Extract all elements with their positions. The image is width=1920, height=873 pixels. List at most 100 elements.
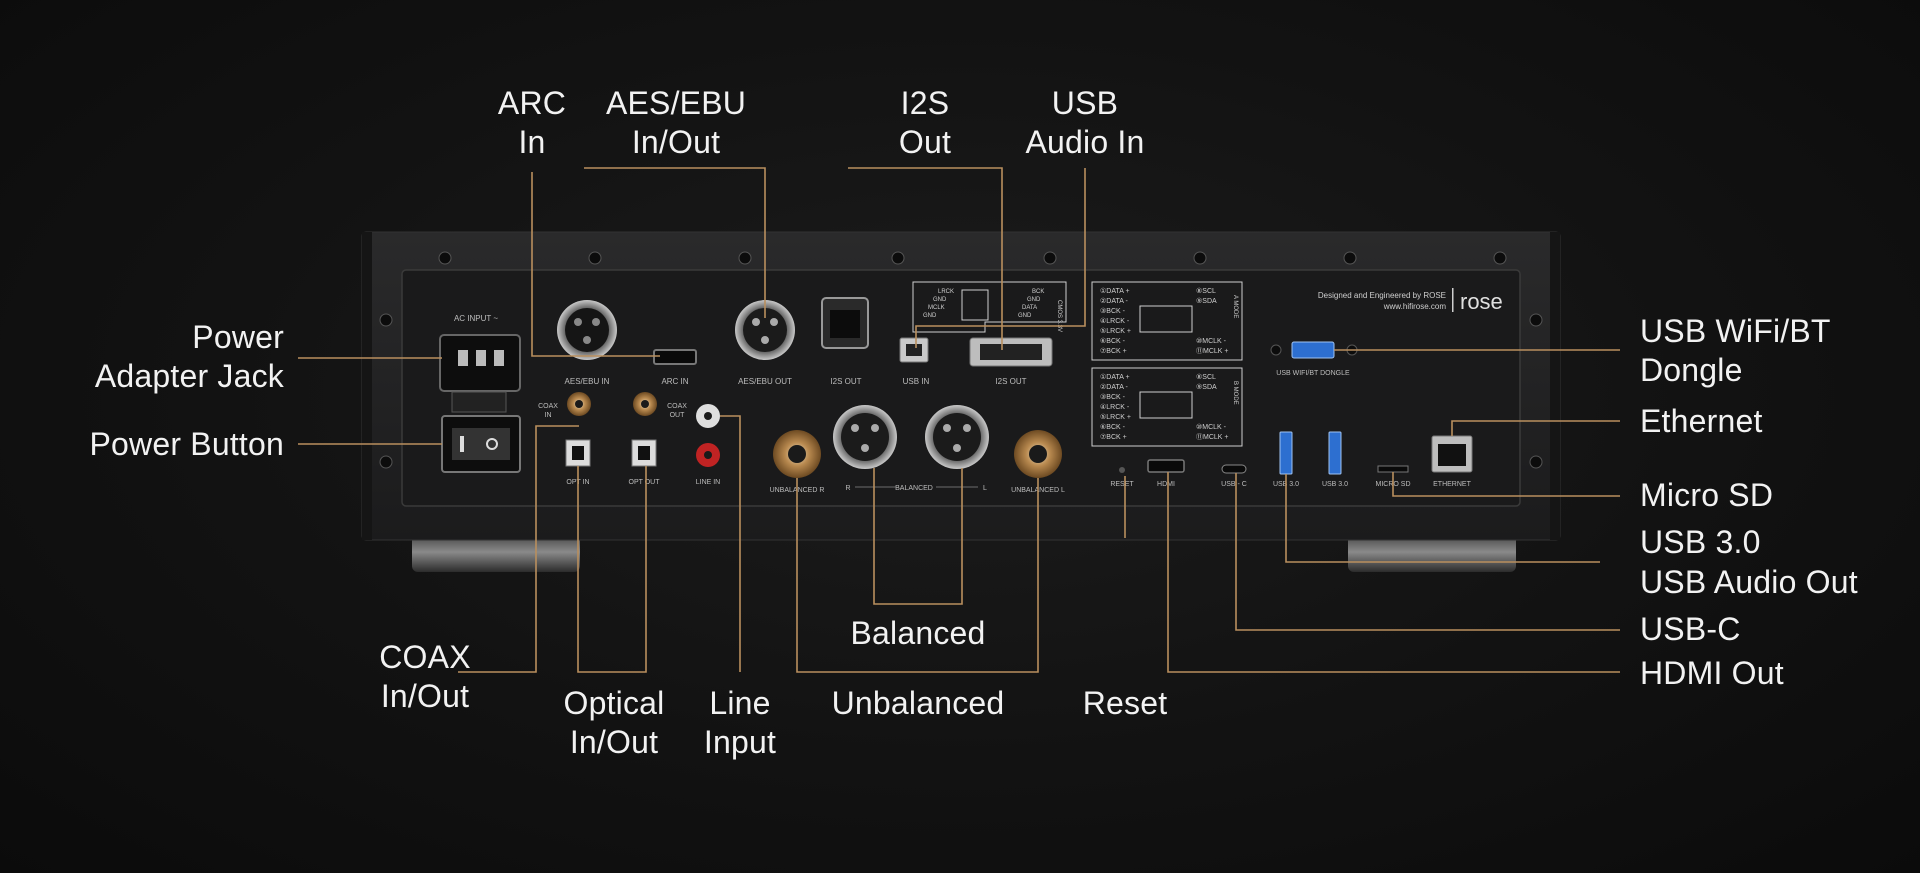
callout-usb-audio-out-line1: USB Audio Out <box>1640 564 1858 600</box>
callout-power-adapter: Power Adapter Jack <box>60 318 284 396</box>
callout-i2s-out: I2S Out <box>899 84 951 162</box>
arc-in-label: ARC IN <box>661 377 688 386</box>
fuse-holder <box>451 391 507 413</box>
i2s-out-dvi-label: I2S OUT <box>995 377 1026 386</box>
callout-power-button: Power Button <box>40 425 284 464</box>
callout-optical-line2: In/Out <box>569 724 659 760</box>
callout-usb-audio-out: USB Audio Out <box>1640 563 1858 602</box>
leader-lines <box>298 167 1620 673</box>
callout-aes-ebu: AES/EBU In/Out <box>606 84 746 162</box>
coax-out-line1: COAX <box>667 403 687 410</box>
chassis-fins-left <box>362 232 372 540</box>
callout-reset: Reset <box>1083 684 1168 723</box>
usb-c-port <box>1221 464 1247 474</box>
leader-line-input <box>720 415 741 672</box>
leader-coax <box>458 425 579 673</box>
rj-pin-mclk: MCLK <box>928 305 945 311</box>
coax-out-label: COAX <box>667 403 687 410</box>
callout-aes-ebu-line2: In/Out <box>631 124 721 160</box>
usb30-port-a <box>1279 431 1293 475</box>
callout-usb-audio-in-line1: USB <box>1051 85 1119 121</box>
leader-arc-in <box>531 172 660 357</box>
callout-arc-in: ARC In <box>498 84 566 162</box>
inner-panel <box>401 269 1521 507</box>
leader-unbalanced <box>796 478 1039 673</box>
leader-hdmi-out <box>1167 472 1620 673</box>
a-pin-6: ⑥BCK - <box>1100 337 1126 345</box>
callout-balanced: Balanced <box>850 614 985 653</box>
rj-pin-bck: BCK <box>1032 289 1044 295</box>
callout-micro-sd: Micro SD <box>1640 476 1773 515</box>
callout-micro-sd-line1: Micro SD <box>1640 477 1774 513</box>
callout-arc-in-line2: In <box>518 124 546 160</box>
callout-usb-audio-in: USB Audio In <box>1025 84 1144 162</box>
leader-usb-c <box>1235 473 1620 631</box>
b-pin-1: ①DATA + <box>1100 373 1130 381</box>
a-pin-9: ⑨SDA <box>1196 298 1217 305</box>
website-text: www.hifirose.com <box>1383 302 1447 311</box>
rj-pin-lrck: LRCK <box>938 289 954 295</box>
callout-usb-audio-in-line2: Audio In <box>1025 124 1145 160</box>
i2s-out-rj-label: I2S OUT <box>830 377 861 386</box>
usb30-b-panel-label: USB 3.0 <box>1322 481 1348 488</box>
chassis-fins-right <box>1550 232 1560 540</box>
rj-pin-data: DATA <box>1022 305 1037 311</box>
callout-i2s-out-line2: Out <box>898 124 952 160</box>
coax-in-label-2: IN <box>545 412 552 419</box>
coax-in-line1: COAX <box>538 403 558 410</box>
aes-ebu-out-label: AES/EBU OUT <box>738 377 792 386</box>
leader-aes-ebu <box>584 167 766 318</box>
balanced-r-label: R <box>845 485 850 492</box>
opt-out-label: OPT OUT <box>629 479 661 486</box>
callout-coax-line2: In/Out <box>380 678 470 714</box>
leader-i2s-out <box>848 167 1003 350</box>
callout-ethernet: Ethernet <box>1640 402 1763 441</box>
b-pin-2: ②DATA - <box>1100 384 1128 391</box>
callout-usb-c: USB-C <box>1640 610 1741 649</box>
callout-hdmi-out: HDMI Out <box>1640 654 1784 693</box>
a-pin-1: ①DATA + <box>1100 287 1130 295</box>
aes-ebu-in-label: AES/EBU IN <box>565 377 610 386</box>
hdmi-port <box>1147 459 1185 473</box>
callout-coax-line1: COAX <box>379 639 471 675</box>
a-pin-10: ⑩MCLK - <box>1196 337 1227 345</box>
b-pin-3: ③BCK - <box>1100 393 1126 401</box>
callout-usb-30: USB 3.0 <box>1640 523 1761 562</box>
coax-in-label: COAX <box>538 403 558 410</box>
callout-hdmi-out-line1: HDMI Out <box>1640 655 1784 691</box>
callout-unbalanced: Unbalanced <box>832 684 1005 723</box>
callout-line-input-line1: Line <box>709 685 771 721</box>
reset-button <box>1119 467 1125 473</box>
callout-line-input-line2: Input <box>703 724 777 760</box>
rj-pin-gnd2: GND <box>923 313 937 319</box>
callout-reset-line1: Reset <box>1082 685 1168 721</box>
rj-pin-gnd1: GND <box>933 297 947 303</box>
a-pin-3: ③BCK - <box>1100 307 1126 315</box>
leader-balanced <box>873 468 963 605</box>
left-foot <box>412 532 580 572</box>
callout-optical-line1: Optical <box>563 685 665 721</box>
callout-power-adapter-line2: Adapter Jack <box>94 358 284 394</box>
line-in-label: LINE IN <box>696 479 721 486</box>
a-pin-5: ⑤LRCK + <box>1100 327 1131 335</box>
b-pin-8: ⑧SCL <box>1196 373 1216 381</box>
a-pin-4: ④LRCK - <box>1100 317 1130 325</box>
a-mode-box: ①DATA + ②DATA - ③BCK - ④LRCK - ⑤LRCK + ⑥… <box>1091 281 1243 361</box>
coax-out-line2: OUT <box>670 412 686 419</box>
callout-usb-c-line1: USB-C <box>1640 611 1741 647</box>
callout-optical: Optical In/Out <box>564 684 665 762</box>
callout-aes-ebu-line1: AES/EBU <box>605 85 747 121</box>
b-pin-4: ④LRCK - <box>1100 403 1130 411</box>
leader-ethernet <box>1451 420 1620 436</box>
callout-unbalanced-line1: Unbalanced <box>831 685 1005 721</box>
usb30-port-b <box>1328 431 1342 475</box>
coax-out-label-2: OUT <box>670 412 686 419</box>
usb-wifi-dongle-label: USB WIFI/BT DONGLE <box>1276 370 1350 377</box>
a-pin-8: ⑧SCL <box>1196 287 1216 295</box>
b-pin-9: ⑨SDA <box>1196 384 1217 391</box>
leader-usb-audio-in <box>915 168 1086 348</box>
a-pin-2: ②DATA - <box>1100 298 1128 305</box>
b-pin-5: ⑤LRCK + <box>1100 413 1131 421</box>
callout-coax: COAX In/Out <box>379 638 471 716</box>
